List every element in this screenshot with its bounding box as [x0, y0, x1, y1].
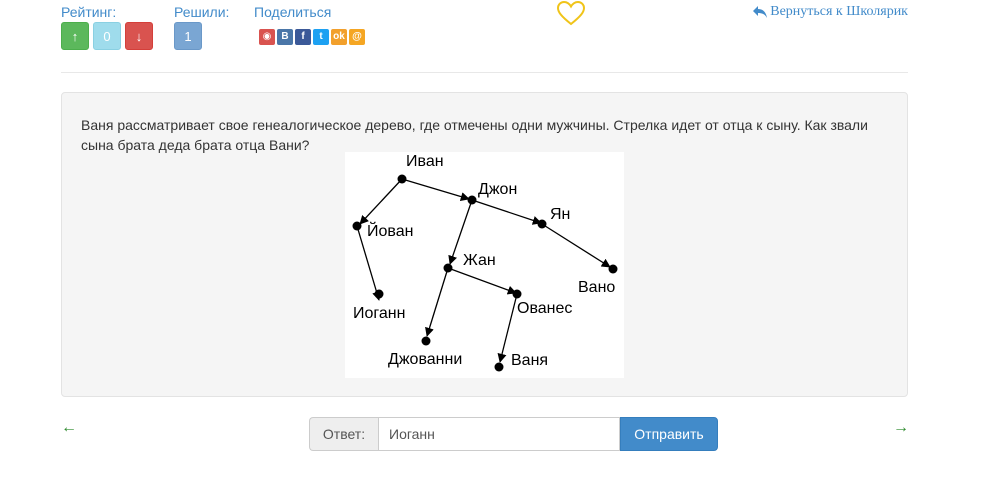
- node-vano: [608, 264, 618, 274]
- label-iogann: Иоганн: [353, 305, 405, 322]
- speaker-icon[interactable]: ◉: [259, 29, 275, 45]
- solved-count-badge: 1: [174, 22, 202, 50]
- label-vanya: Ваня: [511, 352, 548, 369]
- answer-form: Ответ: Отправить: [309, 417, 718, 451]
- node-iogann: [374, 289, 384, 299]
- edge-john-jean: [448, 199, 473, 265]
- share-label: Поделиться: [254, 4, 332, 20]
- edge-yan-vano: [541, 223, 611, 268]
- node-ovanes: [512, 289, 522, 299]
- mailru-icon[interactable]: @: [349, 29, 365, 45]
- node-john: [467, 195, 477, 205]
- answer-input[interactable]: [378, 417, 620, 451]
- task-panel: Ваня рассматривает свое генеалогическое …: [61, 92, 908, 397]
- node-vanya: [494, 362, 504, 372]
- twitter-icon[interactable]: t: [313, 29, 329, 45]
- header-divider: [61, 72, 908, 73]
- label-yovan: Йован: [367, 221, 413, 240]
- solved-label: Решили:: [174, 4, 230, 20]
- label-ovanes: Ованес: [517, 300, 572, 317]
- label-john: Джон: [478, 181, 517, 198]
- node-jean: [443, 263, 453, 273]
- edge-yovan-iogann: [356, 225, 382, 301]
- vote-down-button[interactable]: ↓: [125, 22, 153, 50]
- odnoklassniki-icon[interactable]: ok: [331, 29, 347, 45]
- vote-up-button[interactable]: ↑: [61, 22, 89, 50]
- share-icons: ◉ В f t ok @: [259, 29, 365, 45]
- back-link-label: Вернуться к Школярик: [770, 4, 908, 19]
- node-giovanni: [421, 336, 431, 346]
- next-task-arrow[interactable]: →: [893, 419, 909, 436]
- edge-ovanes-vanya: [497, 293, 518, 363]
- submit-button[interactable]: Отправить: [620, 417, 718, 451]
- label-vano: Вано: [578, 279, 615, 296]
- label-giovanni: Джованни: [388, 351, 462, 368]
- rating-label: Рейтинг:: [61, 4, 117, 20]
- label-ivan: Иван: [406, 153, 444, 170]
- heart-icon[interactable]: [557, 1, 585, 27]
- label-jean: Жан: [463, 252, 496, 269]
- node-yan: [537, 219, 547, 229]
- node-ivan: [397, 174, 407, 184]
- reply-arrow-icon: [753, 6, 768, 18]
- rating-count-badge: 0: [93, 22, 121, 50]
- answer-label: Ответ:: [309, 417, 378, 451]
- task-question: Ваня рассматривает свое генеалогическое …: [81, 117, 868, 153]
- vk-icon[interactable]: В: [277, 29, 293, 45]
- back-to-schoolyarik-link[interactable]: Вернуться к Школярик: [753, 4, 908, 20]
- family-tree-diagram: Иван Джон Ян Йован Жан Вано Иоганн Оване…: [345, 152, 624, 378]
- edge-john-yan: [471, 199, 542, 225]
- edge-ivan-yovan: [359, 178, 403, 225]
- label-yan: Ян: [550, 206, 570, 223]
- edge-jean-ovanes: [447, 267, 517, 295]
- edge-jean-giovanni: [425, 267, 449, 337]
- node-yovan: [352, 221, 362, 231]
- edge-ivan-john: [401, 178, 470, 202]
- prev-task-arrow[interactable]: ←: [61, 419, 77, 436]
- facebook-icon[interactable]: f: [295, 29, 311, 45]
